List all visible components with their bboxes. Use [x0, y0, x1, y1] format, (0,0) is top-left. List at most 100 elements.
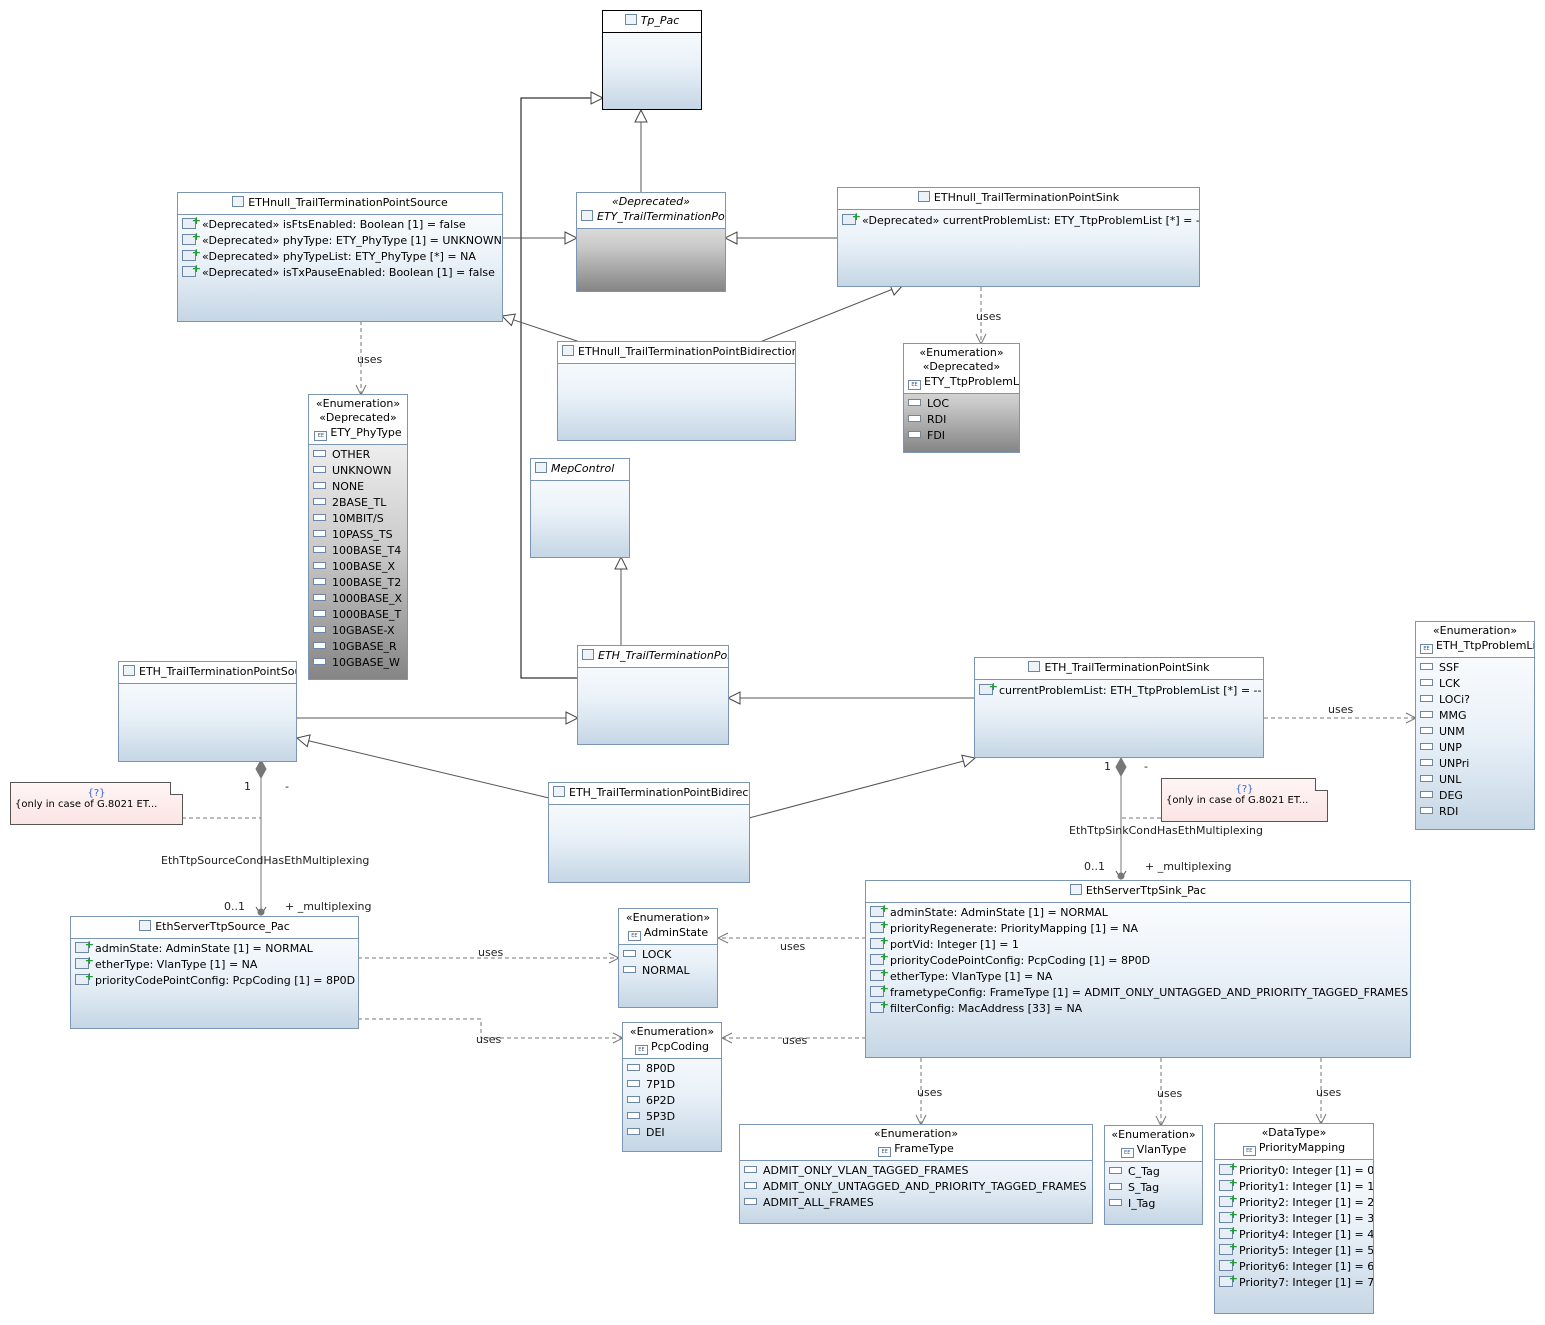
attribute[interactable]: Priority5: Integer [1] = 5	[1215, 1241, 1373, 1259]
class-eth-server-ttp-sink-pac[interactable]: EthServerTtpSink_Pac adminState: AdminSt…	[865, 880, 1411, 1058]
class-eth-ttp-sink[interactable]: ETH_TrailTerminationPointSink currentPro…	[974, 657, 1264, 758]
enum-literal[interactable]: 10GBASE_R	[309, 639, 407, 655]
enum-literal[interactable]: NONE	[309, 479, 407, 495]
literal-icon	[744, 1198, 757, 1205]
enum-literal[interactable]: LOC	[904, 396, 1019, 412]
enum-literal[interactable]: 8P0D	[623, 1061, 721, 1077]
attribute[interactable]: adminState: AdminState [1] = NORMAL	[71, 939, 358, 957]
attribute[interactable]: Priority4: Integer [1] = 4	[1215, 1225, 1373, 1243]
class-ety-trail-termination-point[interactable]: «Deprecated» ETY_TrailTerminationPoint	[576, 192, 726, 292]
enum-literal[interactable]: 10PASS_TS	[309, 527, 407, 543]
enum-name: ETY_PhyType	[330, 426, 402, 439]
enum-literal[interactable]: LOCK	[619, 947, 717, 963]
class-mep-control[interactable]: MepControl	[530, 458, 630, 558]
enum-eth-ttp-problem-list[interactable]: «Enumeration» ETH_TtpProblemList SSF LCK…	[1415, 621, 1535, 830]
literal-icon	[908, 399, 921, 406]
enum-literal[interactable]: 100BASE_T4	[309, 543, 407, 559]
enum-literal[interactable]: ADMIT_ALL_FRAMES	[740, 1195, 1092, 1211]
enum-literal[interactable]: UNP	[1416, 740, 1534, 756]
attribute[interactable]: «Deprecated» currentProblemList: ETY_Ttp…	[838, 211, 1199, 229]
class-eth-ttp[interactable]: ETH_TrailTerminationPoint	[577, 645, 729, 745]
enum-literal[interactable]: 1000BASE_T	[309, 607, 407, 623]
attribute[interactable]: «Deprecated» phyTypeList: ETY_PhyType [*…	[178, 247, 502, 265]
attribute[interactable]: portVid: Integer [1] = 1	[866, 935, 1410, 953]
attribute[interactable]: currentProblemList: ETH_TtpProblemList […	[975, 681, 1263, 699]
enum-frame-type[interactable]: «Enumeration» FrameType ADMIT_ONLY_VLAN_…	[739, 1124, 1093, 1224]
enum-literal[interactable]: SSF	[1416, 660, 1534, 676]
enum-literal[interactable]: OTHER	[309, 447, 407, 463]
attribute-icon	[979, 681, 998, 695]
enum-literal[interactable]: 100BASE_T2	[309, 575, 407, 591]
attribute[interactable]: «Deprecated» isFtsEnabled: Boolean [1] =…	[178, 215, 502, 233]
attribute[interactable]: etherType: VlanType [1] = NA	[71, 955, 358, 973]
enum-name: ETH_TtpProblemList	[1436, 639, 1535, 652]
enum-literal[interactable]: 10GBASE_W	[309, 655, 407, 671]
enum-name: VlanType	[1136, 1143, 1187, 1156]
enum-literal[interactable]: MMG	[1416, 708, 1534, 724]
enum-literal[interactable]: 10GBASE-X	[309, 623, 407, 639]
attribute[interactable]: priorityRegenerate: PriorityMapping [1] …	[866, 919, 1410, 937]
enum-literal[interactable]: 1000BASE_X	[309, 591, 407, 607]
note-fold	[1315, 778, 1328, 791]
attribute[interactable]: Priority0: Integer [1] = 0	[1215, 1161, 1373, 1179]
attribute[interactable]: frametypeConfig: FrameType [1] = ADMIT_O…	[866, 983, 1410, 1001]
enum-literal[interactable]: DEI	[623, 1125, 721, 1141]
enum-literal[interactable]: NORMAL	[619, 963, 717, 979]
attribute[interactable]: priorityCodePointConfig: PcpCoding [1] =…	[71, 971, 358, 989]
enum-vlan-type[interactable]: «Enumeration» VlanType C_Tag S_Tag I_Tag	[1104, 1125, 1203, 1225]
class-ethnull-ttp-sink[interactable]: ETHnull_TrailTerminationPointSink «Depre…	[837, 187, 1200, 287]
literal-icon	[313, 610, 326, 617]
attribute[interactable]: etherType: VlanType [1] = NA	[866, 967, 1410, 985]
attribute[interactable]: Priority6: Integer [1] = 6	[1215, 1257, 1373, 1275]
enum-literal[interactable]: DEG	[1416, 788, 1534, 804]
enum-literal[interactable]: UNL	[1416, 772, 1534, 788]
enum-literal[interactable]: ADMIT_ONLY_VLAN_TAGGED_FRAMES	[740, 1163, 1092, 1179]
enum-ety-phytype[interactable]: «Enumeration» «Deprecated» ETY_PhyType O…	[308, 394, 408, 680]
enum-ety-ttp-problem-list[interactable]: «Enumeration» «Deprecated» ETY_TtpProble…	[903, 343, 1020, 453]
enum-literal[interactable]: 7P1D	[623, 1077, 721, 1093]
attribute[interactable]: Priority1: Integer [1] = 1	[1215, 1177, 1373, 1195]
attribute[interactable]: Priority7: Integer [1] = 7	[1215, 1273, 1373, 1291]
enum-literal[interactable]: 6P2D	[623, 1093, 721, 1109]
attribute[interactable]: «Deprecated» isTxPauseEnabled: Boolean […	[178, 263, 502, 281]
enum-literal[interactable]: LCK	[1416, 676, 1534, 692]
enum-literal[interactable]: LOCi?	[1416, 692, 1534, 708]
datatype-priority-mapping[interactable]: «DataType» PriorityMapping Priority0: In…	[1214, 1123, 1374, 1314]
literal-icon	[627, 1128, 640, 1135]
enum-literal[interactable]: 5P3D	[623, 1109, 721, 1125]
attribute[interactable]: Priority2: Integer [1] = 2	[1215, 1193, 1373, 1211]
multiplicity-label: 0..1	[224, 900, 245, 913]
class-eth-server-ttp-source-pac[interactable]: EthServerTtpSource_Pac adminState: Admin…	[70, 916, 359, 1029]
enum-literal[interactable]: UNKNOWN	[309, 463, 407, 479]
enum-literal[interactable]: RDI	[1416, 804, 1534, 820]
enum-literal[interactable]: 2BASE_TL	[309, 495, 407, 511]
attribute[interactable]: priorityCodePointConfig: PcpCoding [1] =…	[866, 951, 1410, 969]
class-tp-pac[interactable]: Tp_Pac	[602, 10, 702, 110]
enum-literal[interactable]: C_Tag	[1105, 1164, 1202, 1180]
enum-pcp-coding[interactable]: «Enumeration» PcpCoding 8P0D 7P1D 6P2D 5…	[622, 1022, 722, 1152]
enum-literal[interactable]: RDI	[904, 412, 1019, 428]
class-eth-ttp-source[interactable]: ETH_TrailTerminationPointSource	[118, 661, 297, 762]
enum-literal[interactable]: FDI	[904, 428, 1019, 444]
enum-literal[interactable]: S_Tag	[1105, 1180, 1202, 1196]
enum-literal[interactable]: UNPri	[1416, 756, 1534, 772]
enum-literal[interactable]: 100BASE_X	[309, 559, 407, 575]
attribute[interactable]: Priority3: Integer [1] = 3	[1215, 1209, 1373, 1227]
uses-label: uses	[478, 946, 504, 959]
enum-literal[interactable]: ADMIT_ONLY_UNTAGGED_AND_PRIORITY_TAGGED_…	[740, 1179, 1092, 1195]
attribute[interactable]: «Deprecated» phyType: ETY_PhyType [1] = …	[178, 231, 502, 249]
constraint-note-source[interactable]: {?} {only in case of G.8021 ET...	[10, 782, 183, 825]
attribute[interactable]: filterConfig: MacAddress [33] = NA	[866, 999, 1410, 1017]
enum-literal[interactable]: 10MBIT/S	[309, 511, 407, 527]
attribute[interactable]: adminState: AdminState [1] = NORMAL	[866, 903, 1410, 921]
class-icon	[1028, 661, 1041, 672]
stereotype: «Enumeration»	[315, 397, 401, 410]
class-ethnull-ttp-bidirectional[interactable]: ETHnull_TrailTerminationPointBidirection…	[557, 341, 796, 441]
enum-admin-state[interactable]: «Enumeration» AdminState LOCK NORMAL	[618, 908, 718, 1008]
constraint-note-sink[interactable]: {?} {only in case of G.8021 ET...	[1161, 778, 1328, 822]
enum-literal[interactable]: I_Tag	[1105, 1196, 1202, 1212]
attribute-icon	[1219, 1257, 1238, 1271]
class-ethnull-ttp-source[interactable]: ETHnull_TrailTerminationPointSource «Dep…	[177, 192, 503, 322]
class-eth-ttp-bidirectional[interactable]: ETH_TrailTerminationPointBidirectional	[548, 782, 750, 883]
enum-literal[interactable]: UNM	[1416, 724, 1534, 740]
